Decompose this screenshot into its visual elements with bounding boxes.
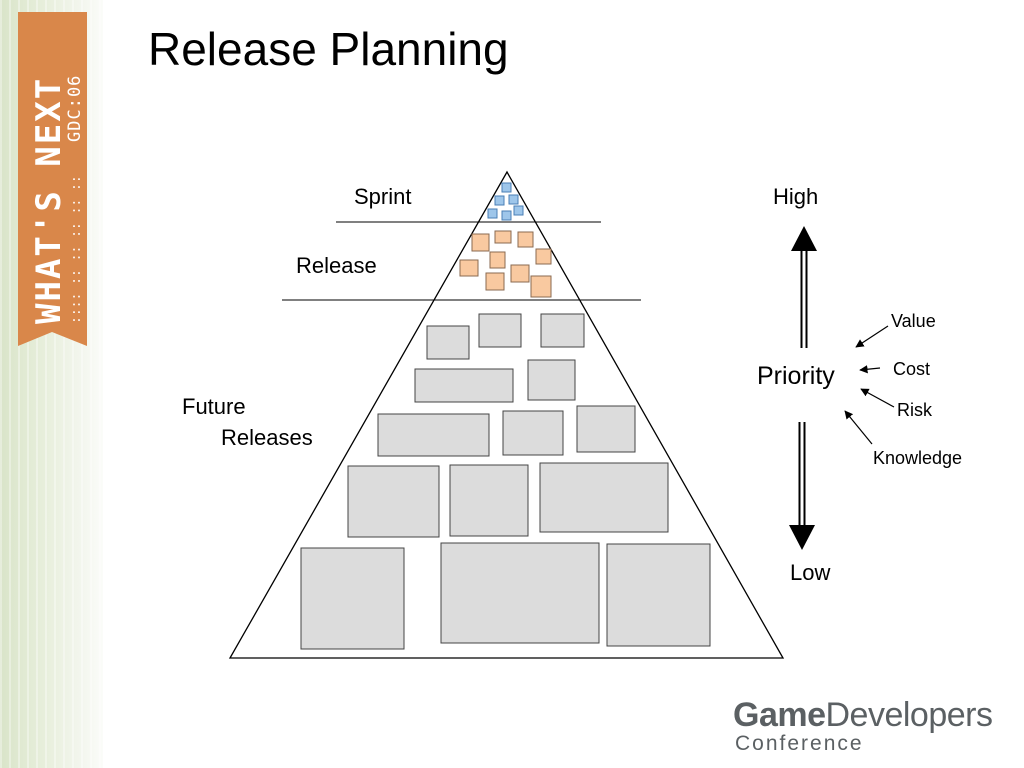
release-item: [530, 275, 552, 298]
release-label: Release: [296, 253, 377, 278]
future-item: [502, 410, 564, 456]
gdc-logo-line1: GameDevelopers: [733, 696, 993, 734]
priority-label: Priority: [757, 362, 835, 390]
future-item: [414, 368, 514, 403]
banner-dots: :::: :: :: :: :: ::: [69, 175, 84, 324]
future-item: [300, 547, 405, 650]
future-item: [347, 465, 440, 538]
release-item: [510, 264, 530, 283]
factor-knowledge-label: Knowledge: [873, 448, 962, 468]
factor-risk-label: Risk: [897, 400, 933, 420]
factor-value-label: Value: [891, 311, 936, 331]
gdc-logo: GameDevelopers Conference: [733, 696, 993, 755]
pyramid-outline: [228, 170, 785, 659]
banner-ribbon: [18, 12, 87, 346]
release-item: [517, 231, 534, 248]
future-item: [440, 542, 600, 644]
release-item: [494, 230, 512, 244]
sprint-label: Sprint: [354, 184, 411, 209]
future-item: [478, 313, 522, 348]
future-release-items: [300, 313, 711, 650]
banner-sub-text: GDC:06: [65, 75, 85, 142]
release-item: [489, 251, 506, 269]
priority-low-label: Low: [790, 560, 830, 585]
sprint-item: [487, 208, 498, 219]
gdc-logo-developers: Developers: [825, 696, 993, 734]
page-title: Release Planning: [148, 23, 509, 75]
factor-cost-label: Cost: [893, 359, 930, 379]
sprint-item: [501, 182, 512, 193]
risk-arrow: [860, 388, 895, 408]
gdc-logo-conference: Conference: [735, 732, 864, 755]
sprint-items: [487, 182, 524, 221]
priority-high-label: High: [773, 184, 818, 209]
sprint-item: [501, 210, 512, 221]
release-item: [535, 248, 552, 265]
sprint-item: [508, 194, 519, 205]
future-item: [527, 359, 576, 401]
knowledge-arrow: [844, 410, 873, 445]
value-arrow: [855, 325, 889, 348]
gdc-logo-game: Game: [733, 696, 826, 734]
future-item: [449, 464, 529, 537]
banner-main-text: WHAT'S NEXT: [29, 77, 69, 324]
future-releases-label-line2: Releases: [221, 425, 313, 450]
future-item: [539, 462, 669, 533]
release-items: [459, 230, 552, 298]
future-item: [377, 413, 490, 457]
sprint-item: [513, 205, 524, 216]
future-item: [540, 313, 585, 348]
future-item: [426, 325, 470, 360]
cost-arrow: [859, 365, 881, 374]
release-item: [471, 233, 490, 252]
release-item: [459, 259, 479, 277]
release-planning-diagram: Sprint Release Future Releases: [182, 170, 962, 659]
priority-down-arrow: [789, 422, 815, 550]
gdc-banner: WHAT'S NEXT GDC:06 :::: :: :: :: :: ::: [18, 12, 87, 346]
future-item: [606, 543, 711, 647]
release-item: [485, 272, 505, 291]
sprint-item: [494, 195, 505, 206]
priority-up-arrow: [791, 226, 817, 348]
future-item: [576, 405, 636, 453]
future-releases-label-line1: Future: [182, 394, 246, 419]
